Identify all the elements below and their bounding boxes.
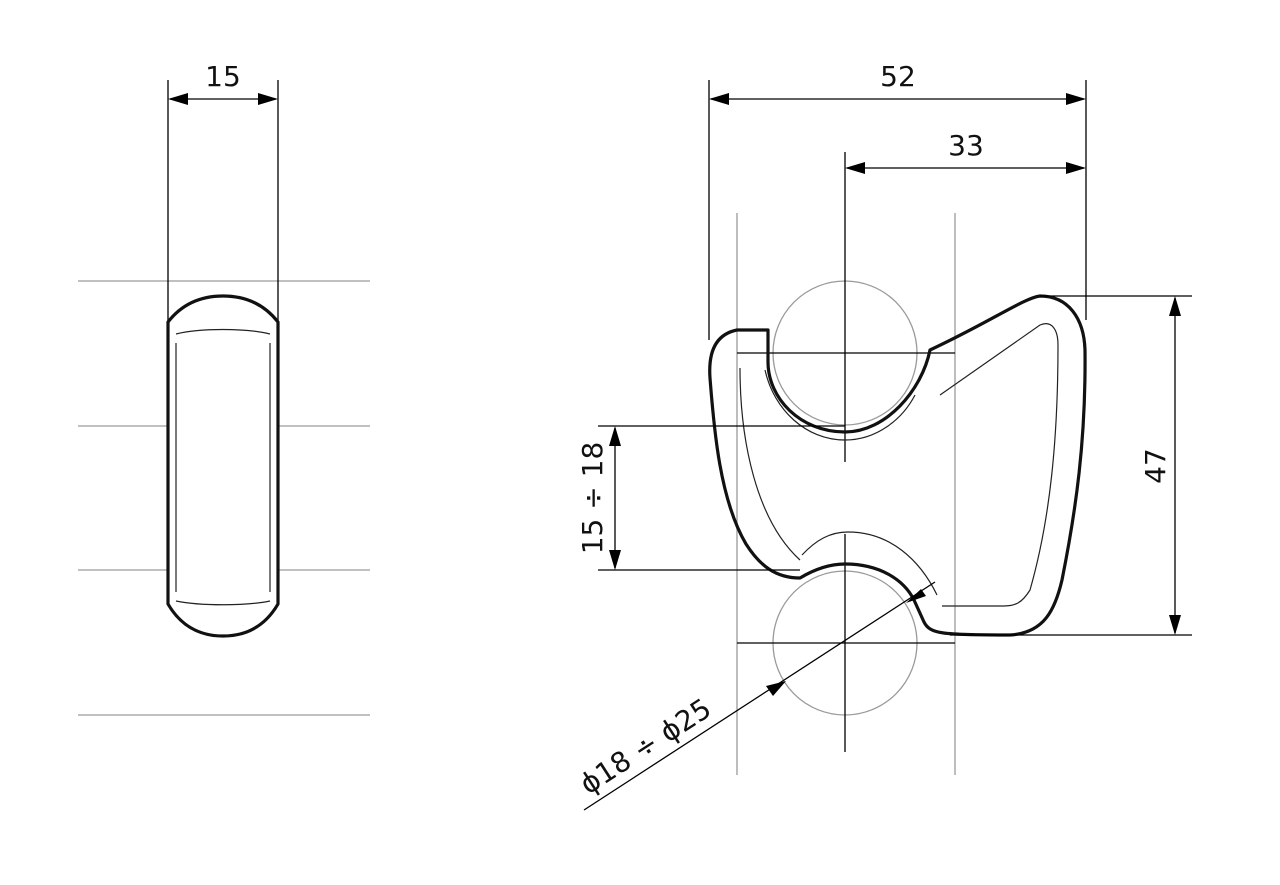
front-inner-left-curve (739, 367, 801, 561)
offset-width-arrow-right (1066, 162, 1086, 174)
overall-height-label: 47 (1139, 448, 1172, 484)
side-inner-arc-bottom (175, 600, 271, 606)
front-view: 52 33 47 15 ÷ 18 ϕ18 ÷ ϕ25 (574, 60, 1192, 811)
overall-height-arrow-bottom (1169, 615, 1181, 635)
offset-width-label: 33 (948, 129, 984, 162)
side-width-arrow-right (258, 93, 278, 105)
side-inner-arc-top (175, 328, 271, 335)
diameter-label: ϕ18 ÷ ϕ25 (574, 692, 717, 801)
side-view: 15 (78, 60, 370, 716)
side-width-arrow-left (168, 93, 188, 105)
overall-width-label: 52 (880, 60, 916, 93)
side-width-label: 15 (205, 60, 241, 93)
overall-height-arrow-top (1169, 296, 1181, 316)
front-view-outline (708, 294, 1087, 637)
overall-width-arrow-right (1066, 93, 1086, 105)
diameter-arrow-inner (906, 589, 926, 603)
side-view-outline (166, 294, 280, 638)
gap-arrow-bottom (609, 550, 621, 570)
gap-arrow-top (609, 426, 621, 446)
front-inner-lower-arc (801, 531, 938, 596)
diameter-arrow-outer (766, 681, 786, 696)
overall-width-arrow-left (709, 93, 729, 105)
offset-width-arrow-left (845, 162, 865, 174)
diameter-leader-line (583, 581, 936, 811)
front-inner-right-curve (939, 323, 1059, 607)
front-inner-upper-arc (764, 369, 916, 441)
gap-label: 15 ÷ 18 (576, 442, 609, 555)
